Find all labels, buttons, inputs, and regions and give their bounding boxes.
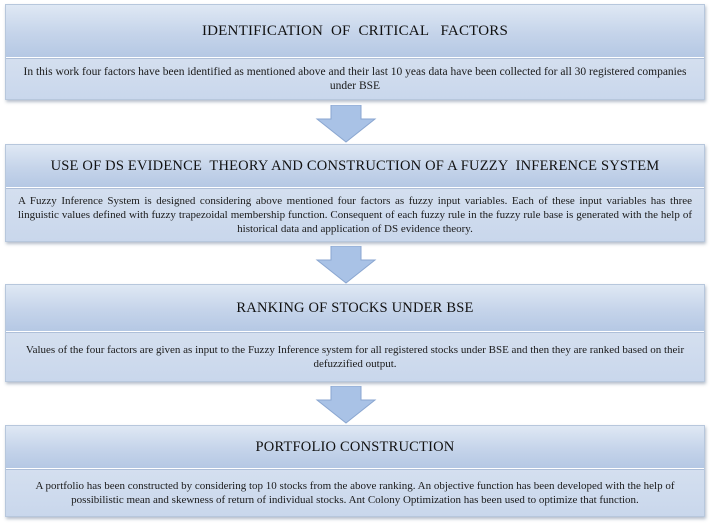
stage-ds-evidence-fis: USE OF DS EVIDENCE THEORY AND CONSTRUCTI… [5,144,705,242]
stage-description-box: A portfolio has been constructed by cons… [6,469,704,516]
down-arrow-icon [315,386,377,424]
down-arrow-icon [315,105,377,143]
stage-title-box: IDENTIFICATION OF CRITICAL FACTORS [6,5,704,57]
stage-description: Values of the four factors are given as … [25,344,685,370]
stage-description-box: A Fuzzy Inference System is designed con… [6,188,704,241]
stage-title-box: USE OF DS EVIDENCE THEORY AND CONSTRUCTI… [6,145,704,187]
stage-title-box: PORTFOLIO CONSTRUCTION [6,426,704,468]
down-arrow-icon [315,246,377,284]
stage-title: RANKING OF STOCKS UNDER BSE [236,299,474,316]
stage-description-box: Values of the four factors are given as … [6,332,704,381]
stage-description-box: In this work four factors have been iden… [6,58,704,99]
stage-title: USE OF DS EVIDENCE THEORY AND CONSTRUCTI… [50,157,660,174]
stage-ranking: RANKING OF STOCKS UNDER BSE Values of th… [5,284,705,382]
stage-portfolio: PORTFOLIO CONSTRUCTION A portfolio has b… [5,425,705,517]
stage-title: IDENTIFICATION OF CRITICAL FACTORS [201,22,509,39]
stage-description: A portfolio has been constructed by cons… [35,480,675,506]
stage-description: A Fuzzy Inference System is designed con… [18,195,692,235]
stage-title-box: RANKING OF STOCKS UNDER BSE [6,285,704,331]
stage-description: In this work four factors have been iden… [23,66,687,92]
stage-identification: IDENTIFICATION OF CRITICAL FACTORS In th… [5,4,705,100]
stage-title: PORTFOLIO CONSTRUCTION [255,438,455,455]
